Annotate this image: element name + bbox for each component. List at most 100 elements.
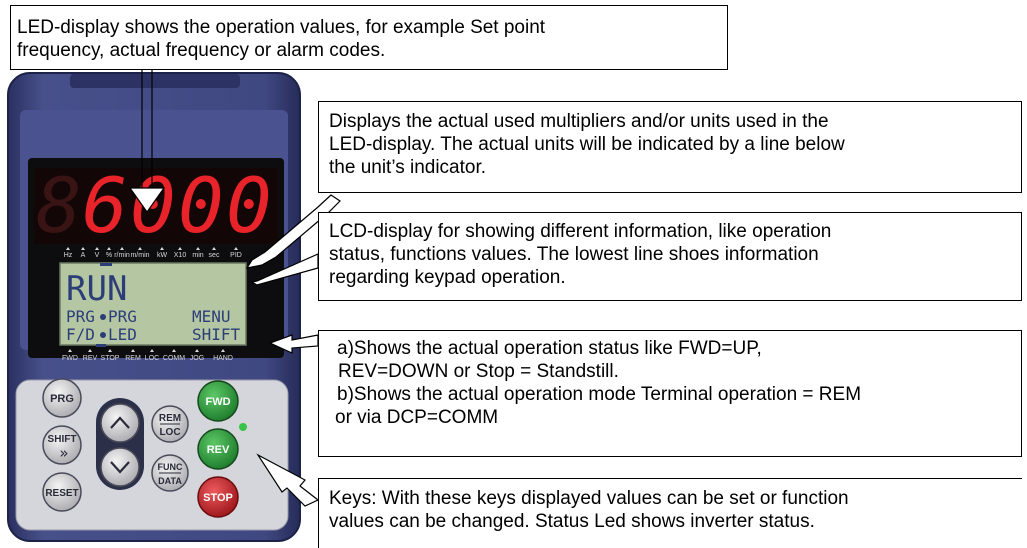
callout-line: Keys: With these keys displayed values c… <box>329 488 849 509</box>
lcd-callout: LCD-display for showing different inform… <box>318 212 1022 301</box>
status-indicator-icon <box>172 349 176 352</box>
unit-label: sec <box>209 252 220 259</box>
lcd-line2-right: PRG <box>108 307 137 326</box>
led-digit: 0 <box>178 161 224 250</box>
status-label: LOC <box>145 355 159 362</box>
unit-indicator-icon <box>212 247 216 250</box>
up-key[interactable] <box>100 403 140 443</box>
rem-label: REM <box>159 413 181 424</box>
loc-label: LOC <box>159 427 180 438</box>
unit-label: min <box>192 252 203 259</box>
rem-loc-key[interactable]: REM LOC <box>151 405 189 443</box>
led-callout: LED-display shows the operation values, … <box>10 5 728 70</box>
reset-key[interactable]: RESET <box>42 472 82 512</box>
status-label: HAND <box>213 355 233 362</box>
status-indicator-icon <box>131 349 135 352</box>
callout-line: LED-display. The actual units will be in… <box>329 134 845 155</box>
units-callout: Displays the actual used multipliers and… <box>318 101 1022 193</box>
unit-indicator-icon <box>160 247 164 250</box>
stop-key[interactable]: STOP <box>197 476 239 518</box>
fwd-key[interactable]: FWD <box>197 380 239 422</box>
unit-indicator-icon <box>95 247 99 250</box>
shift-arrow-icon: » <box>59 444 68 462</box>
status-indicator-icon <box>108 349 112 352</box>
rev-key-label: REV <box>207 444 230 456</box>
led-ghost-digit: 8 <box>36 161 82 250</box>
lcd-dot-icon <box>100 314 106 320</box>
callout-line: REV=DOWN or Stop = Standstill. <box>338 361 619 382</box>
chevron-up-icon <box>110 416 130 429</box>
status-indicator-icon <box>221 349 225 352</box>
lcd-menu: MENU <box>192 307 231 326</box>
callout-line: regarding keypad operation. <box>329 267 566 288</box>
func-data-key[interactable]: FUNC DATA <box>151 454 189 492</box>
lcd-underline-mark <box>96 344 106 347</box>
unit-label: % <box>106 252 112 259</box>
callout-line: LED-display shows the operation values, … <box>17 17 546 38</box>
units-arrow <box>245 194 341 269</box>
status-label: COMM <box>163 355 185 362</box>
down-key[interactable] <box>100 447 140 487</box>
status-label: JOG <box>190 355 204 362</box>
reset-key-label: RESET <box>45 488 78 499</box>
lcd-line1: RUN <box>66 269 127 309</box>
status-label: REM <box>125 355 141 362</box>
unit-label: r/min <box>114 252 130 259</box>
callout-line: Displays the actual used multipliers and… <box>329 111 829 132</box>
unit-indicator-icon <box>120 247 124 250</box>
led-digits: 6000 <box>82 161 272 250</box>
led-digit: 6 <box>82 161 128 250</box>
rev-key[interactable]: REV <box>197 428 239 470</box>
unit-label: V <box>95 252 100 259</box>
callout-line: values can be changed. Status Led shows … <box>329 511 815 532</box>
lcd-line3-left: F/D <box>66 325 95 344</box>
keys-panel: PRG SHIFT » RESET REM LOC FUNC <box>42 378 247 518</box>
prg-key[interactable]: PRG <box>42 378 82 418</box>
unit-indicator-icon <box>138 247 142 250</box>
unit-label: X10 <box>174 252 187 259</box>
callout-line: frequency, actual frequency or alarm cod… <box>17 40 386 61</box>
unit-label: PID <box>230 252 242 259</box>
unit-label: Hz <box>64 252 73 259</box>
status-callout: a)Shows the actual operation status like… <box>318 330 1022 457</box>
lcd-line3-right: LED <box>108 325 137 344</box>
fwd-key-label: FWD <box>205 396 230 408</box>
status-label: REV <box>83 355 98 362</box>
prg-key-label: PRG <box>50 393 74 405</box>
lcd-display: RUN PRG PRG MENU F/D LED SHIFT <box>59 262 247 347</box>
shift-key[interactable]: SHIFT » <box>42 425 82 465</box>
unit-label: kW <box>157 252 168 259</box>
led-digit: 0 <box>130 161 176 250</box>
unit-indicator-icon <box>66 247 70 250</box>
unit-indicator-icon <box>178 247 182 250</box>
led-display: 8 6000 <box>34 161 278 250</box>
unit-indicator-icon <box>81 247 85 250</box>
led-digit: 0 <box>226 161 272 250</box>
callout-line: a)Shows the actual operation status like… <box>337 338 762 359</box>
status-arrow <box>268 334 319 354</box>
lcd-dot-icon <box>100 332 106 338</box>
chevron-down-icon <box>110 461 130 474</box>
callout-line: or via DCP=COMM <box>335 407 499 428</box>
keys-arrow <box>256 453 320 507</box>
status-indicator-icon <box>88 349 92 352</box>
keys-callout: Keys: With these keys displayed values c… <box>318 478 1022 548</box>
callout-line: the unit’s indicator. <box>329 157 487 178</box>
status-led-icon <box>239 423 247 431</box>
lcd-shift: SHIFT <box>192 325 241 344</box>
unit-indicator-icon <box>234 247 238 250</box>
unit-indicator-icon <box>196 247 200 250</box>
unit-label: A <box>81 252 86 259</box>
unit-indicator-icon <box>107 247 111 250</box>
shift-key-label: SHIFT <box>48 434 77 445</box>
lcd-cursor-mark <box>100 263 112 266</box>
callout-line: b)Shows the actual operation mode Termin… <box>337 384 862 405</box>
status-label: FWD <box>62 355 78 362</box>
callout-line: LCD-display for showing different inform… <box>329 221 832 242</box>
stop-key-label: STOP <box>203 492 233 504</box>
status-label: STOP <box>101 355 120 362</box>
status-indicator-icon <box>150 349 154 352</box>
